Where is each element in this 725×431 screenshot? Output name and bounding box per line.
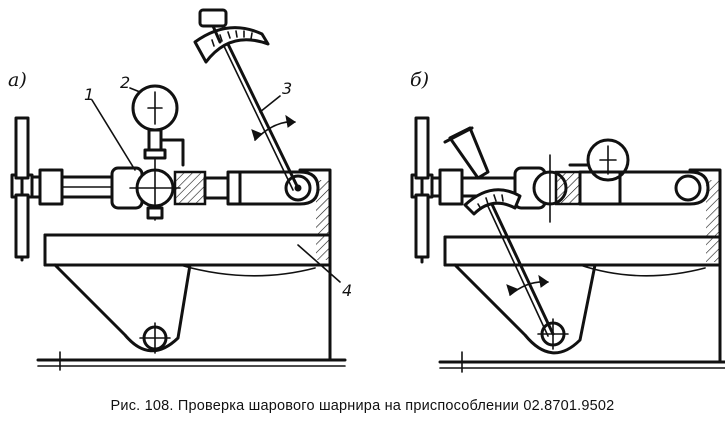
callout-3: 3 bbox=[282, 79, 292, 98]
callout-1: 1 bbox=[84, 85, 94, 104]
panel-b-label: б) bbox=[410, 69, 429, 91]
callout-4: 4 bbox=[342, 281, 352, 300]
callout-2: 2 bbox=[120, 73, 130, 92]
figure-caption: Рис. 108. Проверка шарового шарнира на п… bbox=[110, 398, 615, 414]
panel-a bbox=[10, 8, 347, 371]
panel-a-label: а) bbox=[8, 69, 27, 91]
panel-b bbox=[410, 116, 725, 373]
